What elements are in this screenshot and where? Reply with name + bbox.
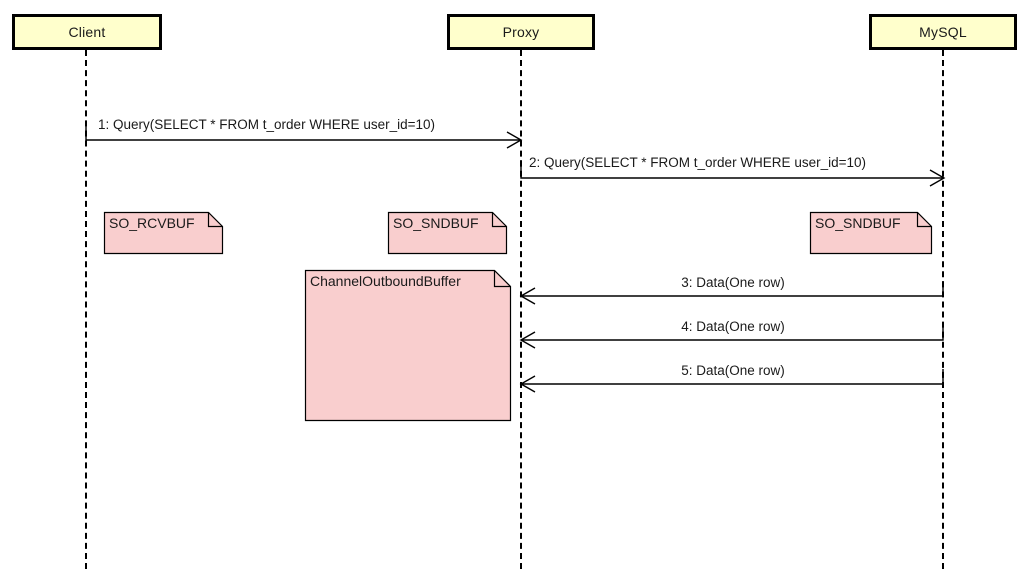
participant-mysql[interactable]: MySQL	[869, 14, 1017, 50]
note-proxy-channel-outbound-buffer[interactable]: ChannelOutboundBuffer	[304, 269, 512, 422]
note-proxy-so-sndbuf-label: SO_SNDBUF	[393, 215, 479, 231]
message-3[interactable]: 3: Data(One row)	[519, 275, 945, 307]
message-1-label: 1: Query(SELECT * FROM t_order WHERE use…	[98, 117, 435, 132]
message-5[interactable]: 5: Data(One row)	[519, 363, 945, 395]
message-2-label: 2: Query(SELECT * FROM t_order WHERE use…	[529, 155, 866, 170]
participant-client-label: Client	[68, 24, 106, 40]
message-1[interactable]: 1: Query(SELECT * FROM t_order WHERE use…	[85, 117, 523, 149]
note-proxy-channel-outbound-buffer-label: ChannelOutboundBuffer	[310, 273, 461, 289]
lifeline-client	[85, 50, 87, 569]
participant-proxy[interactable]: Proxy	[447, 14, 595, 50]
message-3-label: 3: Data(One row)	[681, 275, 785, 290]
participant-proxy-label: Proxy	[502, 24, 540, 40]
lifeline-proxy	[520, 50, 522, 569]
lifeline-mysql	[942, 50, 944, 569]
participant-mysql-label: MySQL	[919, 24, 967, 40]
note-client-so-rcvbuf-label: SO_RCVBUF	[109, 215, 195, 231]
message-2[interactable]: 2: Query(SELECT * FROM t_order WHERE use…	[520, 155, 946, 187]
message-5-label: 5: Data(One row)	[681, 363, 785, 378]
message-4[interactable]: 4: Data(One row)	[519, 319, 945, 351]
note-mysql-so-sndbuf[interactable]: SO_SNDBUF	[809, 211, 933, 255]
participant-client[interactable]: Client	[12, 14, 162, 50]
note-mysql-so-sndbuf-label: SO_SNDBUF	[815, 215, 901, 231]
message-4-label: 4: Data(One row)	[681, 319, 785, 334]
note-client-so-rcvbuf[interactable]: SO_RCVBUF	[103, 211, 224, 255]
note-proxy-so-sndbuf[interactable]: SO_SNDBUF	[387, 211, 508, 255]
